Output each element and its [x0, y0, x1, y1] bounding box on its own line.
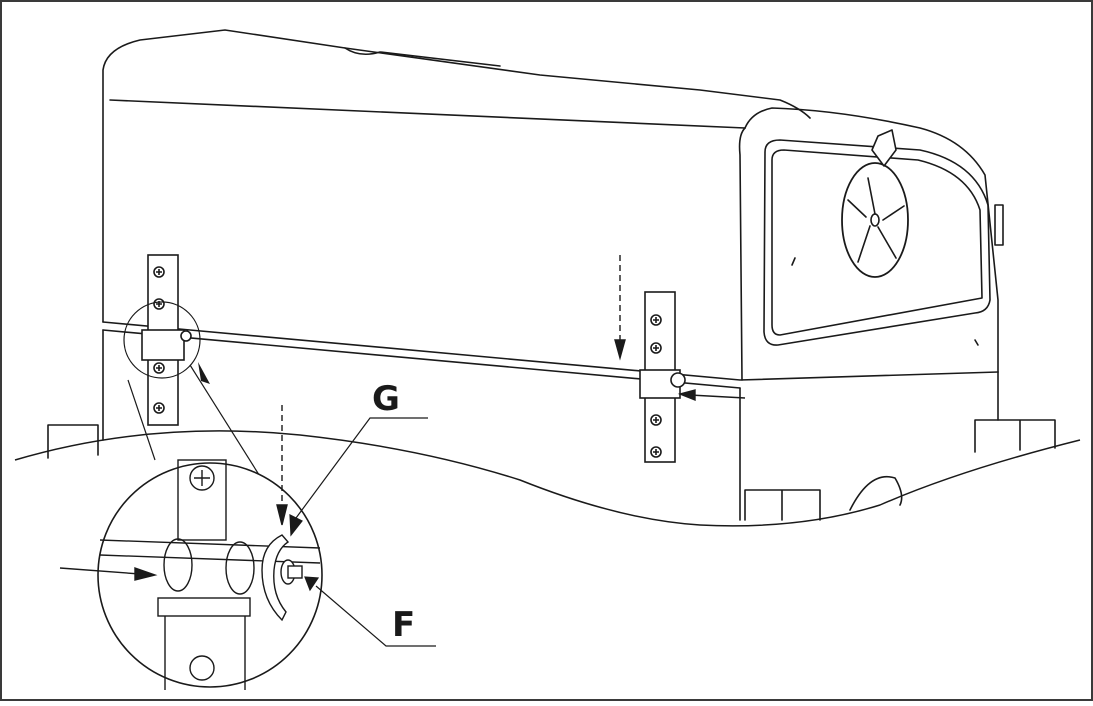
leader-arrowhead	[198, 362, 210, 384]
label-f-leader	[304, 576, 436, 647]
left-hinge	[123, 254, 201, 426]
right-hinge	[639, 291, 686, 463]
cutaway-line	[14, 430, 1081, 527]
label-g: G	[372, 379, 400, 419]
right-hinge-arrows	[614, 255, 746, 402]
detail-magnified-view	[59, 405, 323, 690]
motor-cover-housing	[47, 29, 1056, 521]
label-f: F	[392, 605, 415, 645]
label-g-leader	[289, 417, 428, 537]
